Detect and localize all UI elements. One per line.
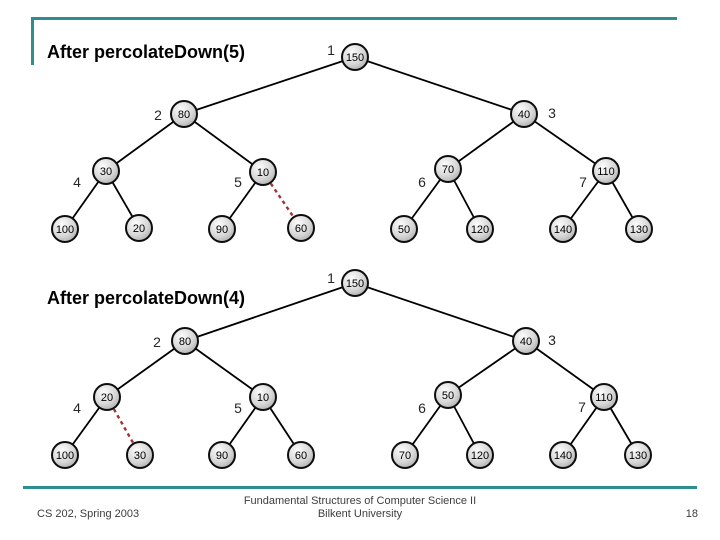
heap-node-value: 30	[100, 166, 112, 178]
heap-node-circle	[434, 155, 462, 183]
heap-node-circle	[341, 43, 369, 71]
heap-node-circle	[391, 441, 419, 469]
heap-node-value: 110	[597, 166, 615, 178]
heap-node-circle	[92, 157, 120, 185]
accent-line-top	[31, 17, 677, 20]
heap-node-value: 80	[179, 336, 191, 348]
node-index-label: 3	[548, 105, 556, 121]
node-index-label: 3	[548, 332, 556, 348]
accent-line-bottom	[23, 486, 697, 489]
node-index-label: 6	[418, 174, 426, 190]
heap-edge	[525, 340, 605, 398]
heap-edge	[183, 113, 264, 173]
node-index-label: 1	[327, 42, 335, 58]
heap-edge	[184, 282, 356, 342]
footer-university: Bilkent University	[317, 508, 403, 520]
heap-node-circle	[93, 383, 121, 411]
heap-node-circle	[249, 383, 277, 411]
heap-node-circle	[434, 381, 462, 409]
heap-node-circle	[590, 383, 618, 411]
heap-node-value: 30	[134, 450, 146, 462]
heap-node-value: 90	[216, 450, 228, 462]
heap-node-circle	[390, 215, 418, 243]
heap-node-circle	[287, 214, 315, 242]
heap-node-circle	[512, 327, 540, 355]
heap-node-value: 60	[295, 223, 307, 235]
page-number: 18	[685, 508, 698, 520]
node-index-label: 7	[579, 174, 587, 190]
footer-course-name: Fundamental Structures of Computer Scien…	[243, 495, 477, 507]
heap-node-circle	[171, 327, 199, 355]
heap-node-circle	[51, 441, 79, 469]
heap-node-circle	[625, 215, 653, 243]
heap-edge	[184, 340, 264, 398]
heap-node-value: 120	[471, 450, 489, 462]
tree2-title: After percolateDown(4)	[47, 288, 246, 308]
heap-node-circle	[249, 158, 277, 186]
heap-node-circle	[466, 441, 494, 469]
heap-node-value: 10	[257, 392, 269, 404]
heap-node-circle	[51, 215, 79, 243]
heap-node-value: 110	[595, 392, 613, 404]
heap-node-value: 140	[554, 450, 572, 462]
footer-course: CS 202, Spring 2003	[37, 508, 140, 520]
heap-node-value: 50	[442, 390, 454, 402]
heap-node-value: 150	[346, 52, 364, 64]
tree-after-percolate-down-4: 150 1 80 2 40 3 20 4 10 5 50 6 110 7 100 30 90 60 70 120 140…	[51, 269, 652, 469]
tree-after-percolate-down-5: 150 1 80 2 40 3 30 4 10 5 70 6 110 7 100 20 90 60 50 120 140…	[51, 42, 653, 243]
heap-node-circle	[549, 215, 577, 243]
heap-node-value: 50	[398, 224, 410, 236]
heap-node-value: 70	[399, 450, 411, 462]
node-index-label: 1	[327, 270, 335, 286]
node-index-label: 2	[153, 334, 161, 350]
heap-edge	[105, 113, 185, 172]
heap-node-value: 90	[216, 224, 228, 236]
node-index-label: 7	[578, 399, 586, 415]
heap-node-circle	[341, 269, 369, 297]
heap-node-circle	[126, 441, 154, 469]
heap-node-value: 130	[629, 450, 647, 462]
heap-node-value: 130	[630, 224, 648, 236]
heap-node-value: 40	[520, 336, 532, 348]
heap-node-circle	[549, 441, 577, 469]
heap-node-circle	[287, 441, 315, 469]
heap-edge	[447, 340, 527, 396]
heap-node-circle	[125, 214, 153, 242]
heap-node-circle	[208, 215, 236, 243]
heap-node-value: 10	[257, 167, 269, 179]
heap-node-circle	[208, 441, 236, 469]
heap-node-value: 150	[346, 278, 364, 290]
node-index-label: 6	[418, 400, 426, 416]
heap-edge	[523, 113, 607, 172]
heap-node-circle	[592, 157, 620, 185]
heap-node-circle	[510, 100, 538, 128]
node-index-label: 4	[73, 400, 81, 416]
heap-node-value: 100	[56, 224, 74, 236]
node-index-label: 5	[234, 400, 242, 416]
accent-line-left	[31, 17, 34, 65]
heap-node-value: 140	[554, 224, 572, 236]
heap-edge	[447, 113, 525, 170]
heap-node-value: 60	[295, 450, 307, 462]
tree1-title: After percolateDown(5)	[47, 42, 246, 62]
heap-node-value: 80	[178, 109, 190, 121]
heap-node-value: 20	[101, 392, 113, 404]
heap-edge	[354, 56, 525, 115]
node-index-label: 4	[73, 174, 81, 190]
footer-center: Fundamental Structures of Computer Scien…	[0, 495, 720, 521]
heap-node-circle	[170, 100, 198, 128]
heap-node-value: 70	[442, 164, 454, 176]
heap-node-circle	[624, 441, 652, 469]
heap-node-circle	[466, 215, 494, 243]
heap-node-value: 120	[471, 224, 489, 236]
heap-node-value: 40	[518, 109, 530, 121]
node-index-label: 2	[154, 107, 162, 123]
node-index-label: 5	[234, 174, 242, 190]
heap-node-value: 20	[133, 223, 145, 235]
heap-node-value: 100	[56, 450, 74, 462]
heap-edge	[106, 340, 186, 398]
heap-edge	[183, 56, 356, 115]
heap-edge	[354, 282, 527, 342]
